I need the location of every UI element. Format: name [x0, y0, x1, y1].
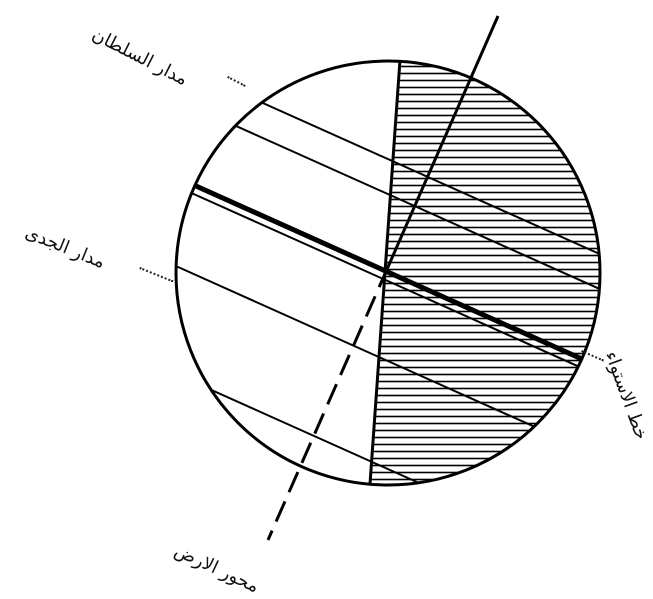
earth-axis-line: [268, 267, 388, 540]
night-hemisphere: [370, 55, 610, 490]
